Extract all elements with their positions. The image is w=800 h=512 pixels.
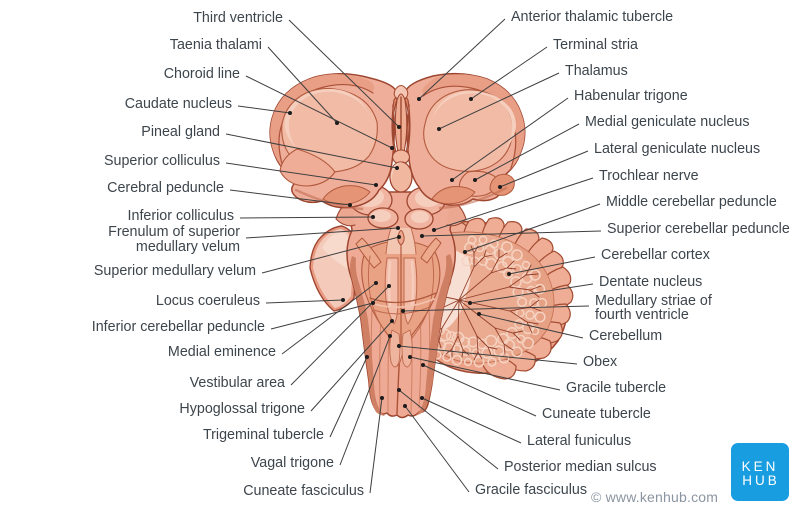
svg-text:Trochlear nerve: Trochlear nerve <box>599 168 699 184</box>
svg-text:fourth ventricle: fourth ventricle <box>595 307 689 323</box>
svg-text:HUB: HUB <box>742 473 780 488</box>
svg-text:Pineal gland: Pineal gland <box>141 124 220 140</box>
svg-text:Anterior thalamic tubercle: Anterior thalamic tubercle <box>511 9 673 25</box>
svg-text:Medullary striae of: Medullary striae of <box>595 293 712 309</box>
svg-text:Caudate nucleus: Caudate nucleus <box>125 96 232 112</box>
svg-text:Superior cerebellar peduncle: Superior cerebellar peduncle <box>607 221 790 237</box>
svg-text:Superior colliculus: Superior colliculus <box>104 153 220 169</box>
svg-text:Frenulum of superior: Frenulum of superior <box>108 224 240 240</box>
svg-text:Cuneate tubercle: Cuneate tubercle <box>542 406 651 422</box>
svg-text:Gracile fasciculus: Gracile fasciculus <box>475 482 587 498</box>
svg-text:© www.kenhub.com: © www.kenhub.com <box>591 489 718 505</box>
svg-text:Taenia thalami: Taenia thalami <box>170 37 262 53</box>
svg-text:Obex: Obex <box>583 354 617 370</box>
svg-text:Middle cerebellar peduncle: Middle cerebellar peduncle <box>606 194 777 210</box>
svg-text:Inferior cerebellar peduncle: Inferior cerebellar peduncle <box>92 319 265 335</box>
svg-text:Choroid line: Choroid line <box>164 66 240 82</box>
svg-text:Vagal trigone: Vagal trigone <box>251 455 334 471</box>
svg-text:Lateral geniculate nucleus: Lateral geniculate nucleus <box>594 141 760 157</box>
svg-text:Gracile tubercle: Gracile tubercle <box>566 380 666 396</box>
svg-text:Medial geniculate nucleus: Medial geniculate nucleus <box>585 114 750 130</box>
svg-text:Dentate nucleus: Dentate nucleus <box>599 274 702 290</box>
svg-text:Cerebral peduncle: Cerebral peduncle <box>107 180 224 196</box>
svg-text:Locus coeruleus: Locus coeruleus <box>156 293 260 309</box>
svg-text:Lateral funiculus: Lateral funiculus <box>527 433 631 449</box>
svg-text:Third ventricle: Third ventricle <box>193 10 283 26</box>
svg-text:medullary velum: medullary velum <box>136 239 240 255</box>
svg-text:Cerebellar cortex: Cerebellar cortex <box>601 247 710 263</box>
svg-text:Hypoglossal trigone: Hypoglossal trigone <box>179 401 305 417</box>
svg-text:Cuneate fasciculus: Cuneate fasciculus <box>243 483 364 499</box>
svg-text:Medial eminence: Medial eminence <box>168 344 276 360</box>
svg-text:Terminal stria: Terminal stria <box>553 37 638 53</box>
svg-text:Vestibular area: Vestibular area <box>190 375 285 391</box>
svg-text:Inferior colliculus: Inferior colliculus <box>128 208 234 224</box>
svg-text:Cerebellum: Cerebellum <box>589 328 662 344</box>
svg-text:Posterior median sulcus: Posterior median sulcus <box>504 459 657 475</box>
svg-text:Superior medullary velum: Superior medullary velum <box>94 263 256 279</box>
svg-text:Habenular trigone: Habenular trigone <box>574 88 688 104</box>
svg-text:Thalamus: Thalamus <box>565 63 628 79</box>
svg-text:Trigeminal tubercle: Trigeminal tubercle <box>203 427 324 443</box>
svg-text:KEN: KEN <box>742 459 779 474</box>
